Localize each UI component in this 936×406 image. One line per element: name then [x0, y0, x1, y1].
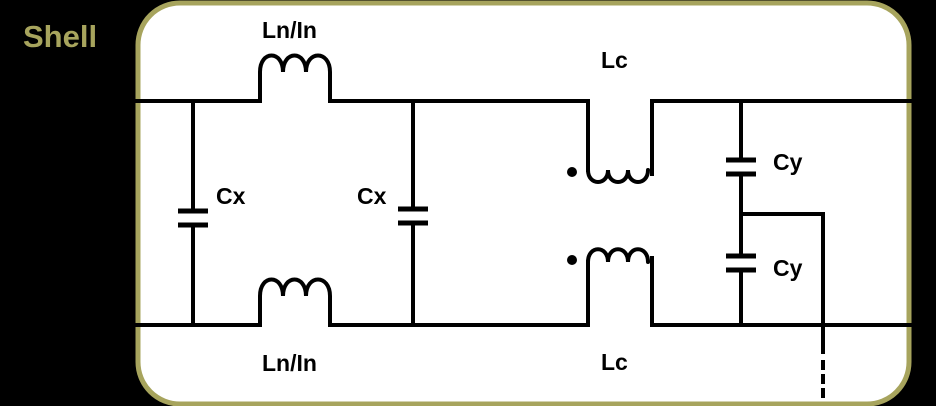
label-cx-left: Cx — [216, 183, 246, 209]
common-mode-choke-top — [567, 99, 654, 184]
capacitor-cx-right — [398, 99, 428, 327]
label-cx-right: Cx — [357, 183, 387, 209]
capacitor-cy-bottom — [726, 212, 756, 327]
ground-lead — [739, 212, 825, 398]
polarity-dot-bottom — [567, 255, 577, 265]
inductor-ln-bottom — [258, 277, 332, 327]
inductor-ln-top — [258, 53, 332, 103]
label-lc-bottom: Lc — [601, 349, 628, 375]
shell-label: Shell — [23, 19, 97, 54]
capacitor-cx-left — [178, 99, 208, 327]
label-cy-bottom: Cy — [773, 255, 803, 281]
label-lc-top: Lc — [601, 47, 628, 73]
label-ln-top: Ln/In — [262, 17, 317, 43]
polarity-dot-top — [567, 167, 577, 177]
capacitor-cy-top — [726, 99, 756, 216]
shell-enclosure — [135, 0, 912, 406]
common-mode-choke-bottom — [567, 247, 654, 327]
label-ln-bottom: Ln/In — [262, 350, 317, 376]
label-cy-top: Cy — [773, 149, 803, 175]
